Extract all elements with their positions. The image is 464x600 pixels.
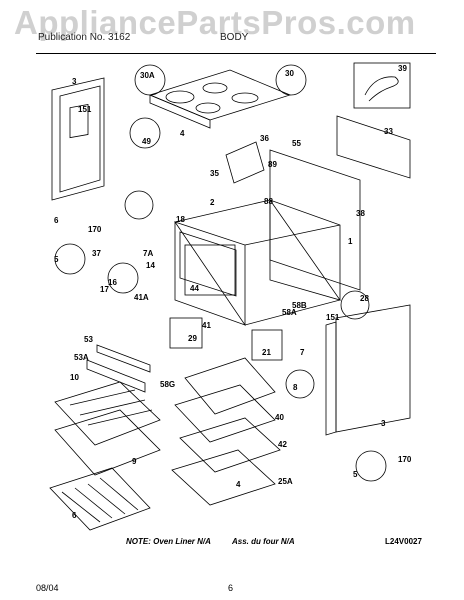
label-5-left: 5 [54, 255, 59, 264]
label-2: 2 [210, 198, 215, 207]
label-41: 41 [202, 321, 211, 330]
back-panel-left [51, 77, 105, 201]
page-title: BODY [220, 32, 249, 43]
detail-5-right [355, 450, 387, 482]
label-88: 88 [264, 197, 273, 206]
label-30a: 30A [140, 71, 155, 80]
label-55: 55 [292, 139, 301, 148]
side-panel-right [269, 149, 361, 291]
label-35: 35 [210, 169, 219, 178]
label-8: 8 [293, 383, 298, 392]
note-oven-liner-fr: Ass. du four N/A [232, 537, 295, 546]
label-29: 29 [188, 334, 197, 343]
diagram-code: L24V0027 [385, 537, 422, 546]
label-9: 9 [132, 457, 137, 466]
header-rule [36, 53, 436, 54]
label-3-top: 3 [72, 77, 77, 86]
label-7-right: 7 [300, 348, 305, 357]
label-1: 1 [348, 237, 353, 246]
label-151-top: 151 [78, 105, 92, 114]
label-58b: 58B [292, 301, 307, 310]
watermark: AppliancePartsPros.com [14, 4, 416, 41]
oven-rack [49, 467, 151, 531]
label-21: 21 [262, 348, 271, 357]
drawer-25a [171, 449, 276, 506]
label-4-top: 4 [180, 129, 185, 138]
label-41a: 41A [134, 293, 149, 302]
footer-date: 08/04 [36, 583, 59, 593]
rear-cover [336, 115, 411, 179]
label-3-right: 3 [381, 419, 386, 428]
label-58a: 58A [282, 308, 297, 317]
label-6-left: 6 [54, 216, 59, 225]
note-oven-liner: NOTE: Oven Liner N/A [126, 537, 211, 546]
label-28: 28 [360, 294, 369, 303]
label-33: 33 [384, 127, 393, 136]
vent-36 [225, 141, 265, 184]
label-14: 14 [146, 261, 155, 270]
label-170-right: 170 [398, 455, 412, 464]
detail-30 [275, 64, 307, 96]
label-40: 40 [275, 413, 284, 422]
rail-53a [86, 359, 146, 393]
detail-21 [251, 329, 283, 361]
label-25a: 25A [278, 477, 293, 486]
detail-16 [124, 190, 154, 220]
broil-rack [54, 381, 161, 446]
detail-5-left [54, 243, 86, 275]
detail-29 [169, 317, 203, 349]
footer-page: 6 [228, 583, 234, 593]
label-89: 89 [268, 160, 277, 169]
label-37: 37 [92, 249, 101, 258]
label-10: 10 [70, 373, 79, 382]
drawer-40 [174, 384, 276, 443]
detail-49 [129, 117, 161, 149]
label-38: 38 [356, 209, 365, 218]
label-151-right: 151 [326, 313, 340, 322]
label-170-left: 170 [88, 225, 102, 234]
detail-30a [134, 64, 166, 96]
insulation-tag [69, 104, 89, 139]
label-30: 30 [285, 69, 294, 78]
label-7a: 7A [143, 249, 153, 258]
rail-53 [96, 344, 151, 373]
detail-39-box [353, 62, 411, 109]
broil-pan [54, 409, 161, 476]
label-6-bottom: 6 [72, 511, 77, 520]
label-39: 39 [398, 64, 407, 73]
label-4-bottom: 4 [236, 480, 241, 489]
label-36: 36 [260, 134, 269, 143]
drawer-top [184, 357, 276, 415]
label-18: 18 [176, 215, 185, 224]
label-53a: 53A [74, 353, 89, 362]
label-5-right: 5 [353, 470, 358, 479]
label-58g: 58G [160, 380, 175, 389]
label-44: 44 [190, 284, 199, 293]
label-16: 16 [108, 278, 117, 287]
detail-14 [107, 262, 139, 294]
detail-8 [285, 369, 315, 399]
label-17: 17 [100, 285, 109, 294]
label-49: 49 [142, 137, 151, 146]
publication-number: Publication No. 3162 [38, 32, 131, 43]
label-53: 53 [84, 335, 93, 344]
label-42: 42 [278, 440, 287, 449]
detail-28 [340, 290, 370, 320]
